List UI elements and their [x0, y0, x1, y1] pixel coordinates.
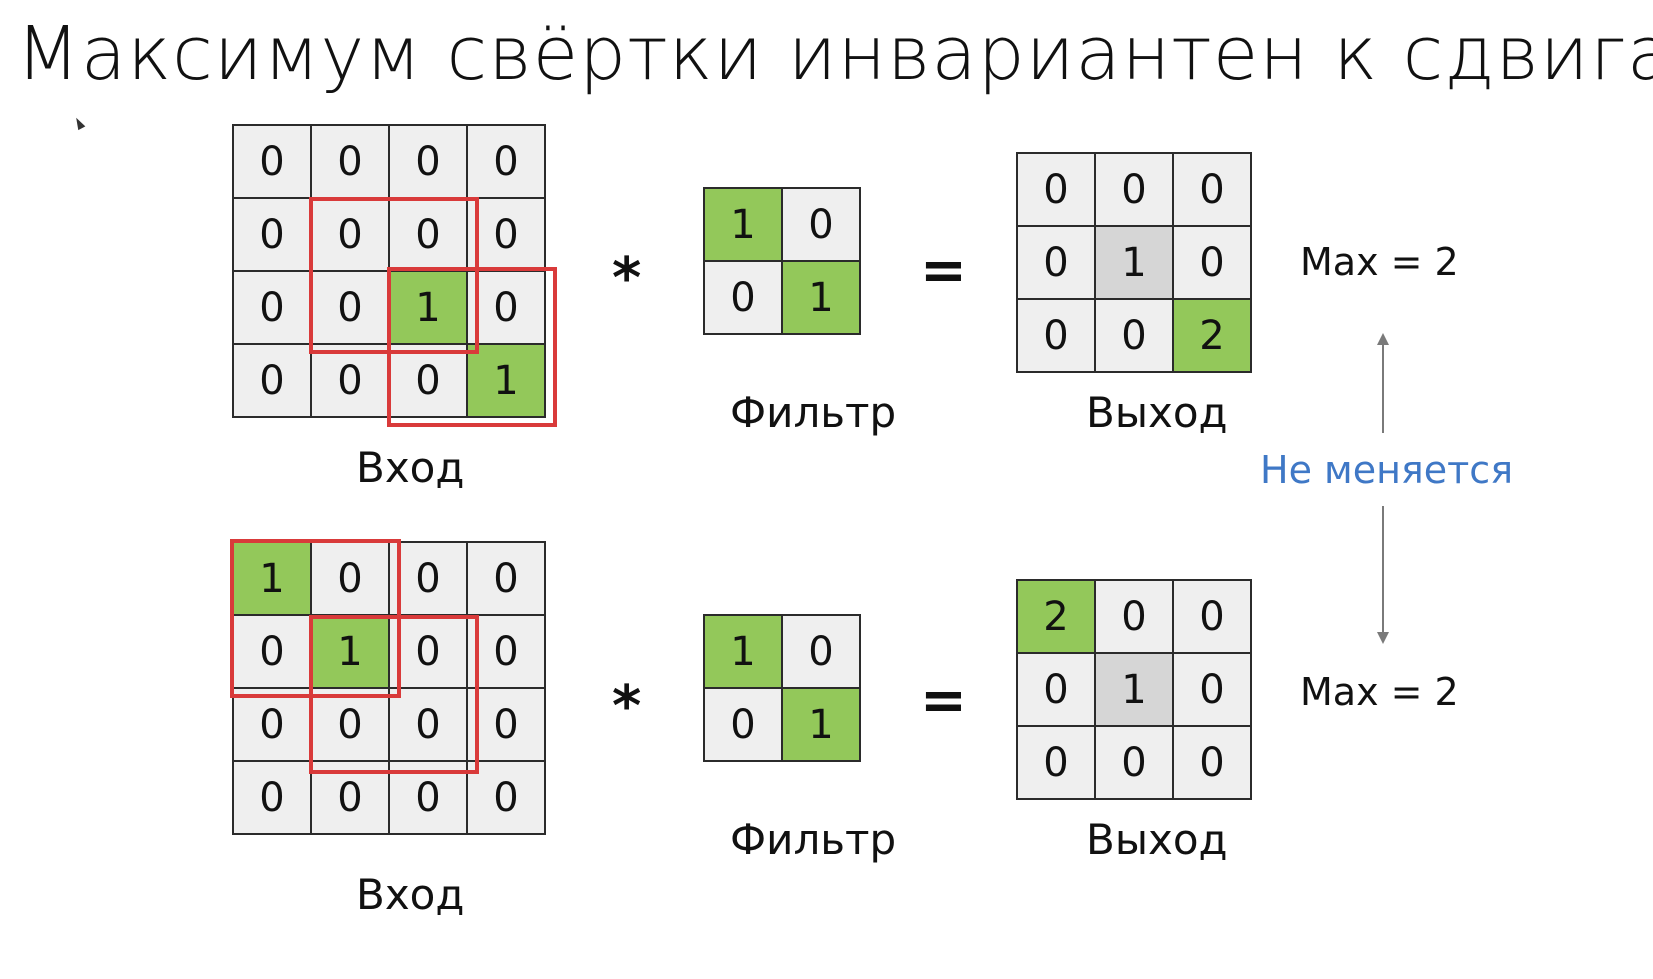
top-equals-symbol: = — [920, 238, 967, 303]
matrix-cell: 0 — [781, 614, 861, 689]
matrix-cell: 0 — [466, 124, 546, 199]
bottom-window-2 — [309, 615, 479, 774]
matrix-cell: 0 — [388, 687, 468, 762]
matrix-cell: 0 — [310, 124, 390, 199]
matrix-cell: 0 — [466, 760, 546, 835]
matrix-cell: 0 — [310, 343, 390, 418]
top-window-1 — [309, 197, 479, 354]
matrix-cell: 0 — [1016, 725, 1096, 800]
bottom-conv-symbol: * — [612, 674, 642, 739]
arrow-down-icon — [1377, 632, 1389, 644]
matrix-cell: 1 — [388, 270, 468, 345]
matrix-cell: 1 — [703, 187, 783, 262]
mouse-cursor-icon — [72, 115, 86, 131]
top-max-label: Max = 2 — [1300, 240, 1459, 284]
matrix-cell: 0 — [232, 124, 312, 199]
matrix-cell: 0 — [388, 197, 468, 272]
top-input-label: Вход — [356, 443, 465, 492]
matrix-cell: 0 — [310, 687, 390, 762]
matrix-cell: 0 — [232, 343, 312, 418]
matrix-cell: 0 — [232, 687, 312, 762]
bottom-output-label: Выход — [1086, 815, 1228, 864]
arrow-up-shaft — [1382, 343, 1384, 433]
matrix-cell: 0 — [466, 541, 546, 616]
matrix-cell: 0 — [1094, 152, 1174, 227]
top-window-2 — [387, 267, 557, 427]
arrow-up-icon — [1377, 333, 1389, 345]
matrix-cell: 0 — [466, 197, 546, 272]
invariance-note: Не меняется — [1260, 448, 1514, 492]
matrix-cell: 0 — [232, 270, 312, 345]
matrix-cell: 1 — [703, 614, 783, 689]
bottom-max-label: Max = 2 — [1300, 670, 1459, 714]
matrix-cell: 1 — [1094, 652, 1174, 727]
matrix-cell: 0 — [388, 614, 468, 689]
matrix-cell: 0 — [703, 687, 783, 762]
matrix-cell: 0 — [232, 197, 312, 272]
matrix-cell: 0 — [1016, 298, 1096, 373]
bottom-input-label: Вход — [356, 870, 465, 919]
matrix-cell: 0 — [466, 270, 546, 345]
matrix-cell: 1 — [310, 614, 390, 689]
matrix-cell: 0 — [1016, 652, 1096, 727]
top-conv-symbol: * — [612, 246, 642, 311]
matrix-cell: 0 — [1094, 298, 1174, 373]
matrix-cell: 0 — [1016, 152, 1096, 227]
matrix-cell: 0 — [388, 343, 468, 418]
bottom-equals-symbol: = — [920, 668, 967, 733]
matrix-cell: 0 — [1094, 579, 1174, 654]
matrix-cell: 1 — [781, 687, 861, 762]
matrix-cell: 0 — [781, 187, 861, 262]
matrix-cell: 0 — [1172, 725, 1252, 800]
matrix-cell: 2 — [1016, 579, 1096, 654]
matrix-cell: 0 — [466, 614, 546, 689]
matrix-cell: 0 — [388, 541, 468, 616]
matrix-cell: 0 — [1172, 152, 1252, 227]
matrix-cell: 0 — [1172, 225, 1252, 300]
matrix-cell: 0 — [310, 270, 390, 345]
matrix-cell: 1 — [232, 541, 312, 616]
matrix-cell: 0 — [1172, 579, 1252, 654]
matrix-cell: 0 — [466, 687, 546, 762]
matrix-cell: 0 — [1016, 225, 1096, 300]
matrix-cell: 0 — [310, 541, 390, 616]
matrix-cell: 0 — [1172, 652, 1252, 727]
matrix-cell: 0 — [232, 760, 312, 835]
matrix-cell: 1 — [1094, 225, 1174, 300]
matrix-cell: 0 — [703, 260, 783, 335]
top-filter-label: Фильтр — [730, 388, 897, 437]
matrix-cell: 0 — [388, 124, 468, 199]
matrix-cell: 0 — [310, 197, 390, 272]
matrix-cell: 2 — [1172, 298, 1252, 373]
arrow-down-shaft — [1382, 506, 1384, 634]
matrix-cell: 1 — [466, 343, 546, 418]
top-output-label: Выход — [1086, 388, 1228, 437]
slide-title: Максимум свёртки инвариантен к сдвигам — [16, 11, 1653, 97]
matrix-cell: 1 — [781, 260, 861, 335]
matrix-cell: 0 — [1094, 725, 1174, 800]
bottom-filter-label: Фильтр — [730, 815, 897, 864]
